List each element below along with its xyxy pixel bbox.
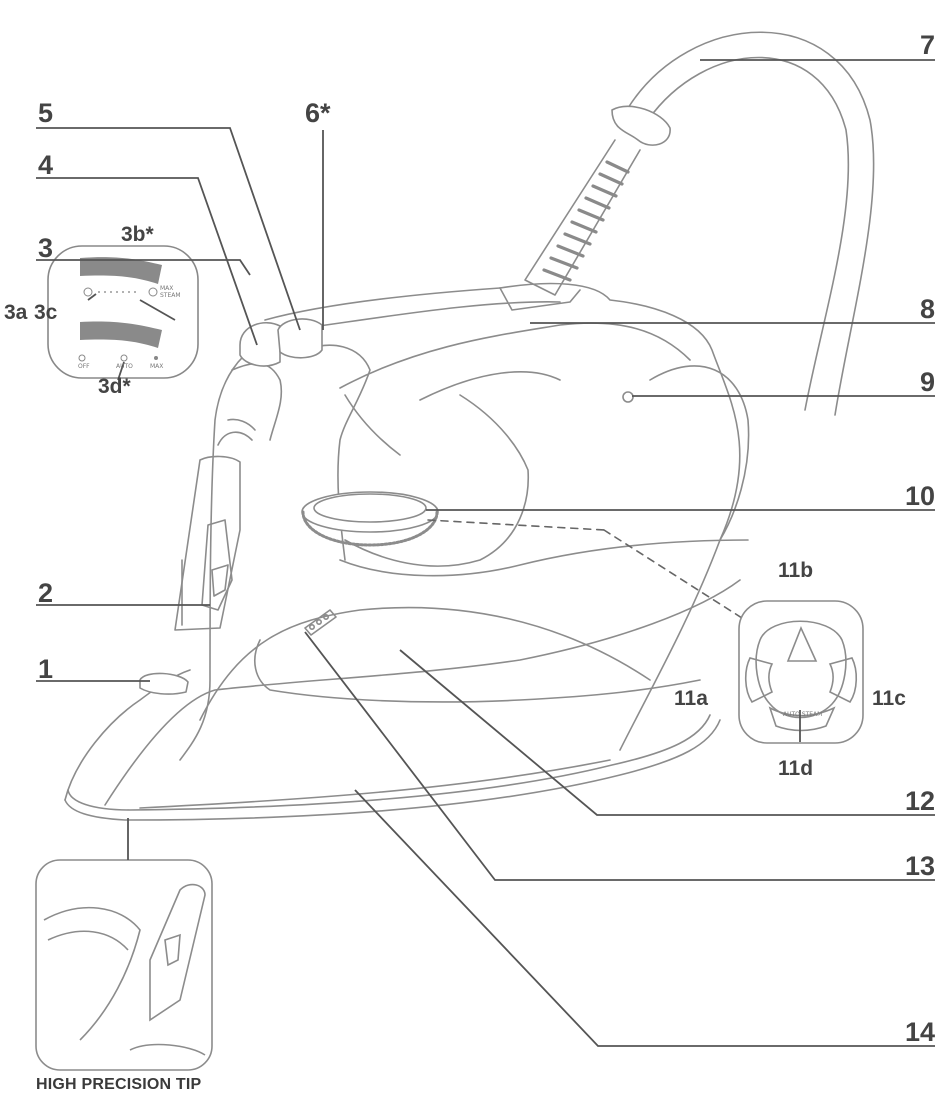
label-11d: 11d (778, 757, 814, 780)
dial-mark-max-low: MAX (150, 363, 164, 370)
water-fill-flap (139, 672, 189, 695)
label-8: 8 (920, 294, 936, 324)
temperature-dial (301, 491, 743, 619)
auto-steam-button-text: AUTO STEAM (783, 711, 823, 718)
spray-button (239, 321, 281, 367)
precision-tip-inset (35, 859, 213, 1071)
cord-protector (524, 105, 671, 296)
leader-lines (36, 59, 935, 1047)
burst-button (277, 318, 323, 359)
dial-mark-steam: STEAM (160, 292, 181, 299)
steam-indicator-lights (304, 609, 337, 636)
label-3b: 3b* (121, 223, 154, 246)
label-3a: 3a (4, 301, 28, 324)
label-11b: 11b (778, 559, 814, 582)
dial-mark-off: OFF (78, 363, 90, 370)
label-2: 2 (38, 578, 54, 608)
label-9: 9 (920, 367, 936, 397)
label-3d: 3d* (98, 375, 131, 398)
label-1: 1 (38, 654, 54, 684)
cord-grip-ribs (542, 160, 630, 282)
label-6: 6* (305, 98, 331, 128)
dial-mark-max: MAX (160, 285, 174, 292)
label-14: 14 (905, 1017, 936, 1047)
control-pad-inset (738, 600, 864, 744)
power-light (622, 391, 634, 403)
steam-slider (217, 418, 256, 446)
label-13: 13 (905, 851, 936, 881)
label-3c: 3c (34, 301, 58, 324)
label-12: 12 (905, 786, 936, 816)
power-cord (627, 31, 875, 416)
label-3: 3 (38, 233, 54, 263)
heel-rest (649, 365, 750, 541)
dial-mark-auto: AUTO (116, 363, 133, 370)
11b-button-icon (786, 625, 818, 662)
water-tank-window (174, 455, 241, 631)
soleplate (64, 714, 721, 821)
label-11a: 11a (674, 687, 708, 710)
label-7: 7 (920, 30, 936, 60)
dial-inset (47, 245, 199, 379)
label-11c: 11c (872, 687, 906, 710)
label-4: 4 (38, 150, 54, 180)
label-10: 10 (905, 481, 936, 511)
label-5: 5 (38, 98, 54, 128)
inset-caption: HIGH PRECISION TIP (36, 1076, 202, 1093)
